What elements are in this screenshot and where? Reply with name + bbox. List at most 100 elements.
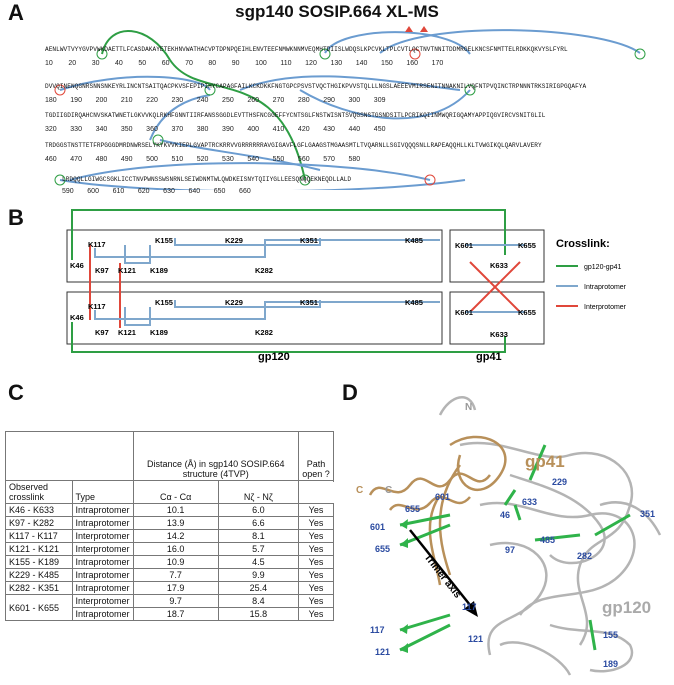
d-n-terminus: N [465,402,472,413]
c-nz: 8.1 [217,529,300,543]
b-bot-k282: K282 [255,328,273,337]
b-bot-k601: K601 [455,308,473,317]
c-path: Yes [298,516,334,530]
c-ca: 10.1 [132,503,219,517]
d-res-121a: 121 [468,634,483,644]
b-bot-k189: K189 [150,328,168,337]
c-path: Yes [298,581,334,595]
d-res-189: 189 [603,659,618,669]
b-top-k282: K282 [255,266,273,275]
b-top-k155: K155 [155,236,173,245]
b-legend-item-2: Intraprotomer [584,284,627,291]
c-nz: 25.4 [217,581,300,595]
b-bot-k229: K229 [225,298,243,307]
c-ca: 13.9 [132,516,219,530]
c-type: Intraprotomer [71,503,134,517]
b-top-k229: K229 [225,236,243,245]
sequence-line-5: LRDQQLLGIWGCSGKLICCTNVPWNSSWSNRNLSEIWDNM… [62,176,352,183]
d-res-633: 633 [522,497,537,507]
d-res-155: 155 [603,630,618,640]
c-nz: 5.7 [217,542,300,556]
sequence-numbers-5: 590 600 610 620 630 640 650 660 [62,188,251,195]
b-top-k655: K655 [518,241,536,250]
c-header-nz: Nζ - Nζ [217,480,300,504]
b-gp120-label: gp120 [258,351,290,363]
c-xl: K121 - K121 [5,542,73,556]
d-res-655b: 655 [375,544,390,554]
d-res-229: 229 [552,477,567,487]
d-res-282: 282 [577,551,592,561]
c-xl: K601 - K655 [5,594,73,621]
b-top-k46: K46 [70,261,84,270]
c-type: Intraprotomer [71,516,134,530]
panel-a-title: sgp140 SOSIP.664 XL-MS [235,2,439,21]
b-bot-k117: K117 [88,302,106,311]
d-gp41-label: gp41 [525,452,565,471]
sequence-numbers-2: 180 190 200 210 220 230 240 250 260 270 … [45,97,386,104]
panel-c-letter: C [8,380,24,405]
c-type: Intraprotomer [71,568,134,582]
c-path: Yes [298,607,334,621]
b-top-k601: K601 [455,241,473,250]
c-header-observed: Observed crosslink [5,480,73,504]
c-path: Yes [298,594,334,608]
sequence-numbers-1: 10 20 30 40 50 60 70 80 90 100 110 120 1… [45,60,444,67]
b-top-k121: K121 [118,266,136,275]
c-xl: K117 - K117 [5,529,73,543]
sequence-line-2: DVVQINENQGNRSNNSNKEYRLINCNTSAITQACPKVSFE… [45,83,587,90]
d-res-601b: 601 [370,522,385,532]
b-top-k633: K633 [490,261,508,270]
b-gp41-label: gp41 [476,351,502,363]
c-xl: K97 - K282 [5,516,73,530]
panel-d-letter: D [342,380,358,405]
sequence-numbers-3: 320 330 340 350 360 370 380 390 400 410 … [45,126,386,133]
d-res-117a: 117 [462,602,477,612]
c-ca: 17.9 [132,581,219,595]
c-nz: 8.4 [217,594,300,608]
d-trimer-axis-label: Trimer axis [422,552,463,601]
d-gp120-label: gp120 [602,598,651,617]
b-legend-item-1: gp120-gp41 [584,264,621,271]
c-nz: 9.9 [217,568,300,582]
panel-b-letter: B [8,205,24,230]
sequence-line-4: TRDGGSTNSTTETFRPGGGDMRDNWRSELYKYKVVKIEPL… [45,142,542,149]
sequence-numbers-4: 460 470 480 490 500 510 520 530 540 550 … [45,156,361,163]
sequence-line-3: TGDIIGDIRQAHCNVSKATWNETLGKVVKQLRKHFGNNTI… [45,112,546,119]
c-nz: 4.5 [217,555,300,569]
c-xl: K155 - K189 [5,555,73,569]
b-bot-k46: K46 [70,313,84,322]
panel-d-structure: Trimer axis gp41 gp120 N C C 601 655 601… [356,396,662,676]
c-type: Interprotomer [71,542,134,556]
b-bot-k655: K655 [518,308,536,317]
crosslink-distance-table: Distance (Å) in sgp140 SOSIP.664 structu… [5,431,334,621]
b-top-k189: K189 [150,266,168,275]
c-nz: 15.8 [217,607,300,621]
b-bot-k97: K97 [95,328,109,337]
c-ca: 7.7 [132,568,219,582]
b-bot-k485: K485 [405,298,423,307]
panel-b-crosslink-schematic: K117 K155 K229 K351 K485 K46 K97 K121 K1… [66,209,627,363]
d-res-485: 485 [540,535,555,545]
panel-a-crosslink-arcs [54,26,646,190]
d-c-terminus-1: C [356,485,363,496]
d-res-46: 46 [500,510,510,520]
c-header-ca: Cα - Cα [132,480,219,504]
b-bot-k155: K155 [155,298,173,307]
b-top-k351: K351 [300,236,318,245]
c-path: Yes [298,555,334,569]
c-xl: K46 - K633 [5,503,73,517]
c-type: Intraprotomer [71,555,134,569]
c-ca: 10.9 [132,555,219,569]
c-xl: K229 - K485 [5,568,73,582]
c-type: Interprotomer [71,594,134,608]
c-ca: 9.7 [132,594,219,608]
b-top-k97: K97 [95,266,109,275]
c-path: Yes [298,568,334,582]
